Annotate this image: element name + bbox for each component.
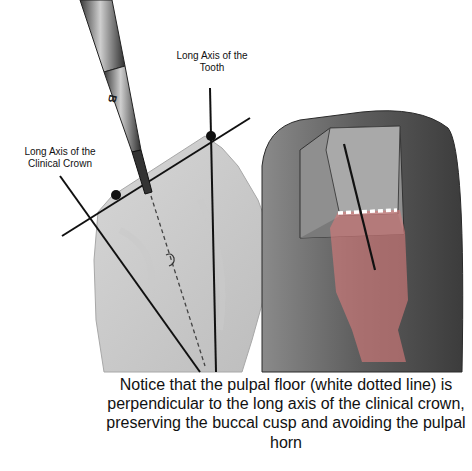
bur-tip <box>132 150 152 194</box>
bur-neck <box>104 66 141 152</box>
pulpal-floor-dotted <box>338 210 397 213</box>
axis-label: Long Axis of the Tooth <box>170 50 254 74</box>
crown-texture <box>120 200 223 330</box>
axis-label: Long Axis of the Clinical Crown <box>10 146 110 170</box>
bur-shank <box>80 0 125 72</box>
crown-axis-line <box>60 176 200 372</box>
cavity-inner <box>326 126 400 216</box>
bur-path-dashed <box>151 196 205 366</box>
reference-dot <box>111 190 121 200</box>
occlusal-reference-line <box>62 118 250 236</box>
caption: Notice that the pulpal floor (white dott… <box>104 375 468 452</box>
pulp-chamber <box>330 210 408 362</box>
pulp-mark <box>166 254 174 266</box>
reference-dot <box>206 131 216 141</box>
crown-axis-line-molar <box>344 144 375 270</box>
tooth-axis-line <box>210 88 216 372</box>
molar-body <box>262 111 463 372</box>
crown-section <box>94 136 272 372</box>
